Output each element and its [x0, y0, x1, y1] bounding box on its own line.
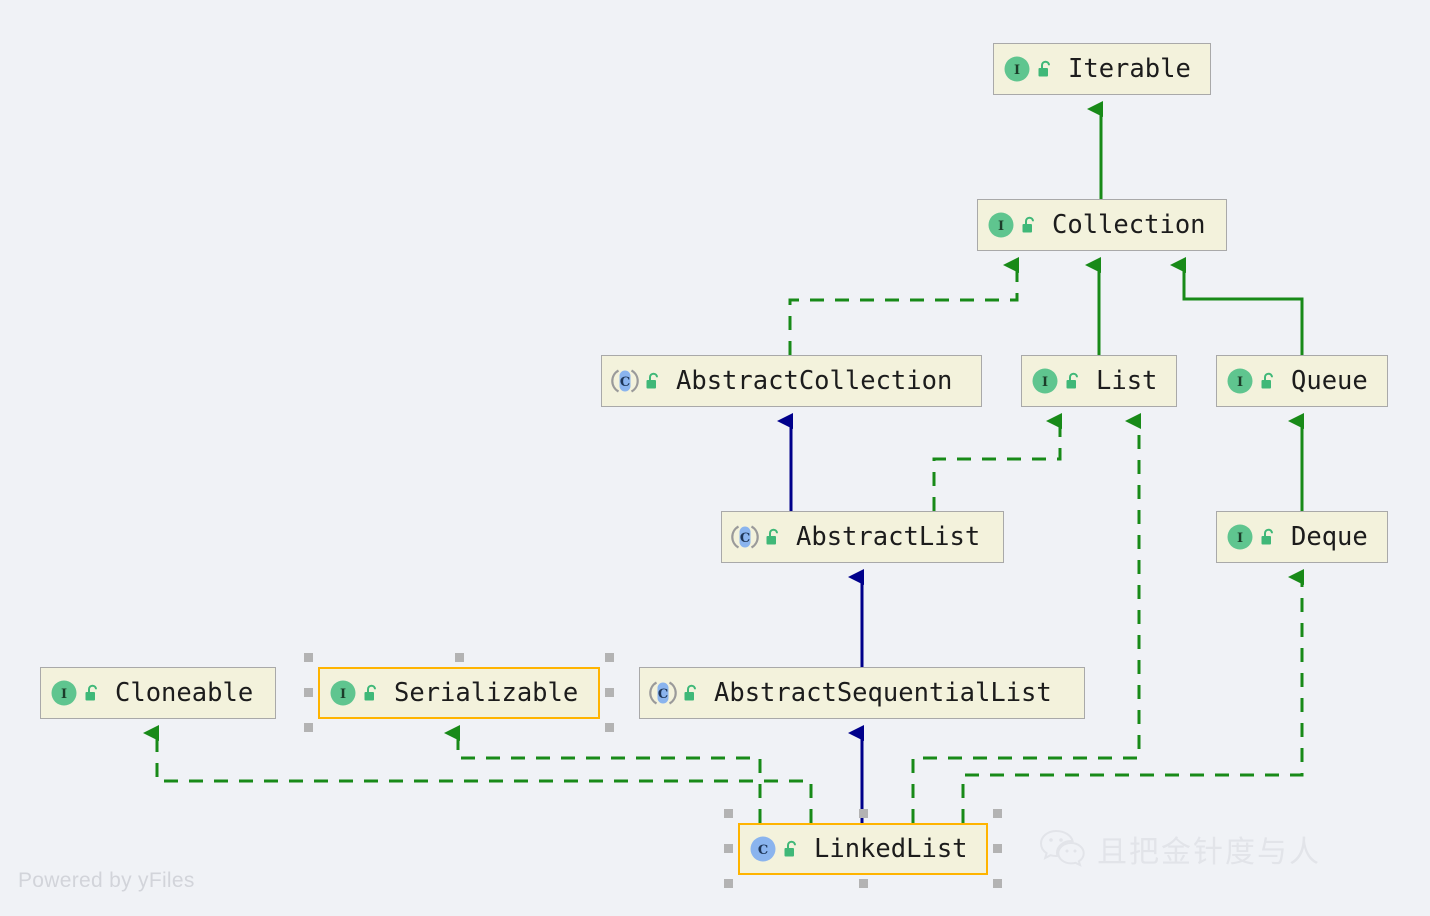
class-icon: C [750, 836, 776, 862]
svg-text:C: C [740, 531, 750, 546]
node-linkedlist-icons: C [740, 835, 800, 863]
node-queue[interactable]: I Queue [1216, 355, 1388, 407]
node-linkedlist-label: LinkedList [814, 834, 968, 864]
edge-linkedlist-cloneable [143, 725, 813, 823]
svg-text:C: C [658, 687, 668, 702]
node-collection-label: Collection [1052, 210, 1206, 240]
node-serializable[interactable]: I Serializable [318, 667, 600, 719]
abstract-class-icon: C [611, 369, 639, 393]
edge-abstractlist-list [932, 413, 1062, 511]
svg-text:C: C [758, 843, 768, 858]
selection-handle-se[interactable] [993, 879, 1002, 888]
node-deque-label: Deque [1291, 522, 1368, 552]
edge-queue-collection [1170, 257, 1304, 355]
selection-handle-nw[interactable] [304, 653, 313, 662]
selection-handle-e[interactable] [993, 844, 1002, 853]
interface-icon: I [1227, 368, 1253, 394]
yfiles-watermark: Powered by yFiles [18, 869, 195, 892]
selection-handle-n[interactable] [455, 653, 464, 662]
node-abstractsequentiallist-label: AbstractSequentialList [714, 678, 1052, 708]
selection-handle-se[interactable] [605, 723, 614, 732]
public-unlocked-icon [364, 684, 376, 700]
node-abstractsequentiallist[interactable]: C AbstractSequentialList [639, 667, 1085, 719]
node-abstractlist-icons: C [722, 523, 782, 551]
edge-abstractcollection-collection [788, 257, 1019, 355]
edge-linkedlist-list [911, 413, 1141, 823]
selection-handle-sw[interactable] [724, 879, 733, 888]
node-deque[interactable]: I Deque [1216, 511, 1388, 563]
selection-handle-ne[interactable] [993, 809, 1002, 818]
node-iterable[interactable]: I Iterable [993, 43, 1211, 95]
abstract-class-icon: C [731, 525, 759, 549]
public-unlocked-icon [684, 684, 696, 700]
node-abstractsequentiallist-icons: C [640, 679, 700, 707]
svg-text:C: C [620, 375, 630, 390]
svg-text:I: I [998, 219, 1004, 234]
svg-text:I: I [1237, 531, 1243, 546]
node-queue-label: Queue [1291, 366, 1368, 396]
node-cloneable[interactable]: I Cloneable [40, 667, 276, 719]
public-unlocked-icon [784, 840, 796, 856]
node-abstractlist[interactable]: C AbstractList [721, 511, 1004, 563]
node-list[interactable]: I List [1021, 355, 1177, 407]
wechat-logo-icon [1040, 829, 1085, 867]
selection-handle-sw[interactable] [304, 723, 313, 732]
selection-handle-e[interactable] [605, 688, 614, 697]
selection-handle-n[interactable] [859, 809, 868, 818]
svg-text:I: I [340, 687, 346, 702]
public-unlocked-icon [1261, 528, 1273, 544]
interface-icon: I [1227, 524, 1253, 550]
selection-handle-w[interactable] [304, 688, 313, 697]
public-unlocked-icon [766, 528, 778, 544]
node-list-icons: I [1022, 367, 1082, 395]
svg-text:I: I [1237, 375, 1243, 390]
node-cloneable-icons: I [41, 679, 101, 707]
node-abstractcollection[interactable]: C AbstractCollection [601, 355, 982, 407]
interface-icon: I [988, 212, 1014, 238]
node-serializable-icons: I [320, 679, 380, 707]
node-abstractcollection-label: AbstractCollection [676, 366, 953, 396]
interface-icon: I [51, 680, 77, 706]
public-unlocked-icon [1066, 372, 1078, 388]
node-collection-icons: I [978, 211, 1038, 239]
svg-text:I: I [1014, 63, 1020, 78]
node-abstractcollection-icons: C [602, 367, 662, 395]
node-iterable-icons: I [994, 55, 1054, 83]
node-list-label: List [1096, 366, 1158, 396]
svg-text:I: I [1042, 375, 1048, 390]
edge-linkedlist-serializable [444, 725, 762, 823]
wechat-watermark-text: 且把金针度与人 [1097, 835, 1321, 870]
public-unlocked-icon [85, 684, 97, 700]
node-queue-icons: I [1217, 367, 1277, 395]
interface-icon: I [330, 680, 356, 706]
interface-icon: I [1004, 56, 1030, 82]
node-iterable-label: Iterable [1068, 54, 1191, 84]
selection-handle-s[interactable] [859, 879, 868, 888]
node-serializable-label: Serializable [394, 678, 579, 708]
node-cloneable-label: Cloneable [115, 678, 254, 708]
svg-text:I: I [61, 687, 67, 702]
public-unlocked-icon [1261, 372, 1273, 388]
node-deque-icons: I [1217, 523, 1277, 551]
public-unlocked-icon [1038, 60, 1050, 76]
public-unlocked-icon [646, 372, 658, 388]
node-collection[interactable]: I Collection [977, 199, 1227, 251]
selection-handle-ne[interactable] [605, 653, 614, 662]
abstract-class-icon: C [649, 681, 677, 705]
selection-handle-w[interactable] [724, 844, 733, 853]
selection-handle-nw[interactable] [724, 809, 733, 818]
interface-icon: I [1032, 368, 1058, 394]
wechat-watermark: 且把金针度与人 [1040, 827, 1321, 871]
node-linkedlist[interactable]: C LinkedList [738, 823, 988, 875]
public-unlocked-icon [1022, 216, 1034, 232]
node-abstractlist-label: AbstractList [796, 522, 981, 552]
